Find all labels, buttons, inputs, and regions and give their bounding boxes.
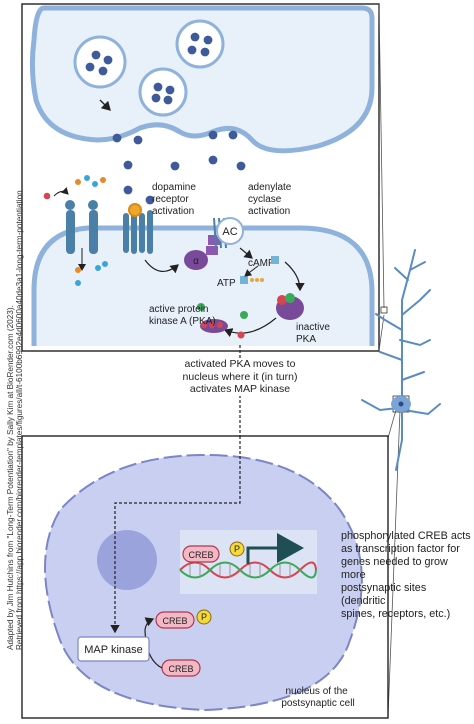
adenylate-cyclase: AC — [213, 217, 244, 249]
vesicle — [73, 35, 127, 89]
nucleus-panel: CREB P CREB P CREB MAP kinase nucleus of… — [21, 435, 389, 719]
creb-unphosphorylated: CREB — [161, 659, 201, 677]
synapse-panel: α AC cAMP ATP inactive PKA — [21, 3, 380, 352]
transcription-arrow — [246, 533, 304, 564]
receptor-arrow — [144, 259, 179, 274]
nucleus-label: nucleus of the postsynaptic cell — [281, 686, 354, 709]
camp-label: cAMP — [248, 258, 275, 269]
creb-bound: CREB P — [182, 541, 245, 563]
inactive-pka-label: inactive PKA — [296, 322, 333, 345]
adenylate-cyclase-label: adenylate cyclase activation — [248, 182, 294, 217]
dopamine-molecules — [112, 130, 246, 205]
middle-note: activated PKA moves to nucleus where it … — [150, 358, 330, 396]
neuron-illustration — [361, 249, 441, 471]
svg-text:CREB: CREB — [188, 550, 213, 560]
credit-url: Retrieved from https://app.biorender.com… — [15, 190, 24, 650]
creb-phosphorylated: CREB P — [155, 609, 212, 629]
right-note: phosphorylated CREB acts as transcriptio… — [341, 530, 471, 620]
svg-text:P: P — [234, 544, 240, 554]
ac-label: AC — [222, 226, 237, 238]
vesicle — [175, 19, 225, 69]
vesicle — [138, 67, 188, 117]
camp-arrow — [284, 261, 305, 292]
map-kinase: MAP kinase — [77, 636, 150, 662]
alpha-label: α — [193, 256, 199, 267]
neuron-soma — [391, 396, 411, 412]
ac-arrow — [239, 247, 253, 259]
svg-text:CREB: CREB — [168, 664, 193, 674]
credit-text: Adapted by Jim Hutchins from "Long-Term … — [6, 305, 15, 650]
svg-text:MAP kinase: MAP kinase — [84, 644, 143, 656]
ion-particles — [43, 175, 108, 286]
svg-text:P: P — [201, 612, 207, 622]
svg-text:Adapted by Jim Hutchins from ": Adapted by Jim Hutchins from "Long-Term … — [6, 305, 15, 650]
release-arrow — [99, 99, 111, 111]
inactive-pka — [276, 293, 304, 320]
active-pka — [197, 303, 248, 339]
atp-label: ATP — [217, 278, 236, 289]
pka-activation-arrow — [223, 317, 277, 338]
ion-channel — [65, 200, 98, 254]
nucleolus — [97, 530, 157, 590]
phosphorylation-arrow — [144, 617, 163, 669]
g-protein: α — [184, 235, 220, 270]
active-pka-label: active protein kinase A (PKA) — [149, 304, 216, 327]
svg-text:Retrieved from https://app.bio: Retrieved from https://app.biorender.com… — [15, 190, 24, 650]
dopamine-receptor — [123, 203, 153, 254]
svg-text:CREB: CREB — [162, 616, 187, 626]
camp-atp: cAMP ATP — [217, 256, 279, 289]
dopamine-receptor-label: dopamine receptor activation — [152, 182, 199, 217]
